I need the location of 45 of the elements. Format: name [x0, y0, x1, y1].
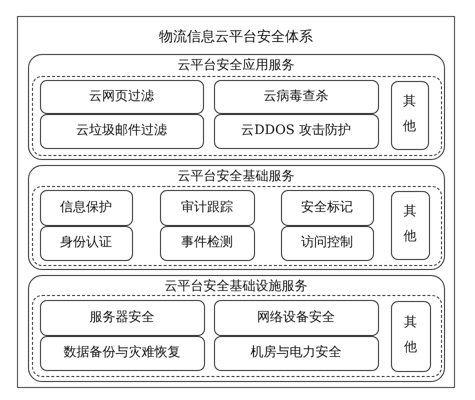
service-label: 服务器安全: [90, 310, 154, 326]
service-label: 信息保护: [60, 200, 112, 216]
service-label: 云病毒查杀: [264, 88, 328, 104]
service-label: 云网页过滤: [89, 88, 154, 104]
service-label: 数据备份与灾难恢复: [64, 345, 180, 361]
service-box: [390, 190, 430, 260]
service-box: [40, 80, 204, 114]
dashed-group-box: [32, 186, 442, 266]
service-box: [214, 336, 378, 370]
service-box: [40, 336, 204, 370]
service-layer-panel: [28, 164, 444, 270]
service-box: [40, 300, 204, 336]
service-box: [214, 300, 378, 336]
service-layer-panel: [28, 274, 444, 382]
layer-heading: 云平台安全应用服务: [176, 58, 296, 74]
service-label: 身份认证: [60, 235, 112, 251]
layer-heading: 云平台安全基础服务: [176, 168, 296, 184]
service-label: 事件检测: [181, 235, 233, 251]
layer-heading: 云平台安全基础设施服务: [164, 278, 308, 294]
system-heading: 物流信息云平台安全体系: [158, 29, 314, 46]
service-box: [40, 226, 132, 260]
service-label: 网络设备安全: [257, 310, 335, 326]
service-box: [40, 114, 204, 148]
dashed-group-box: [32, 76, 442, 156]
service-label: 审计跟踪: [181, 200, 233, 216]
service-label: 云垃圾邮件过滤: [76, 123, 167, 139]
service-box: [390, 80, 428, 150]
service-box: [390, 300, 430, 372]
service-box: [214, 114, 378, 148]
service-label: 访问控制: [301, 235, 353, 251]
service-label: 其他: [404, 203, 416, 246]
dashed-group-box: [32, 295, 442, 377]
service-box: [280, 190, 374, 226]
service-box: [40, 190, 132, 226]
service-box: [280, 226, 374, 260]
service-box: [214, 80, 378, 114]
system-frame: [17, 16, 455, 388]
service-box: [160, 190, 254, 226]
service-layer-panel: [28, 54, 444, 160]
service-label: 其他: [403, 93, 416, 136]
service-label: 安全标记: [301, 200, 353, 216]
service-box: [160, 226, 254, 260]
service-label: 云DDOS 攻击防护: [241, 123, 351, 139]
service-label: 其他: [404, 314, 417, 357]
service-label: 机房与电力安全: [250, 345, 342, 361]
